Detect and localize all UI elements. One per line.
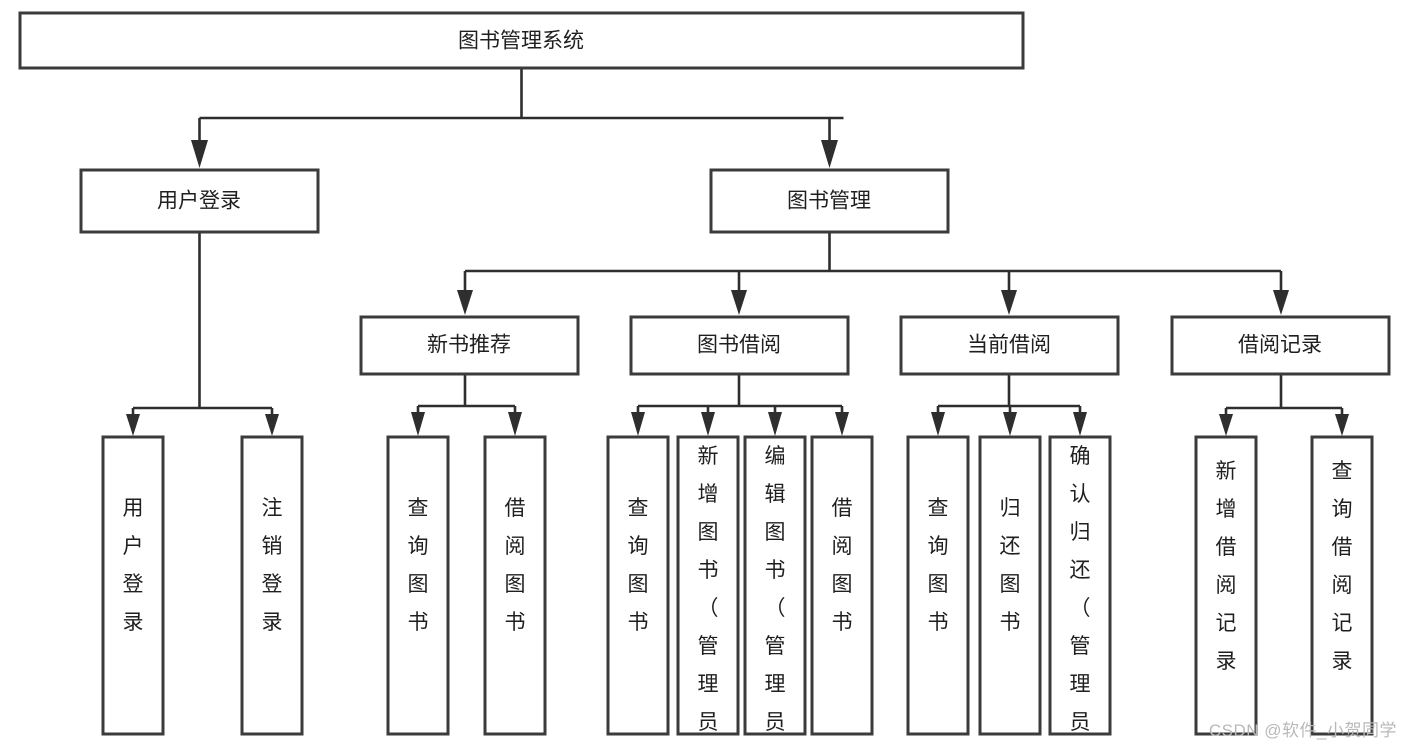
- arrow-head-borrow: [731, 290, 747, 315]
- node-book-management-label: 图书管理: [787, 190, 871, 213]
- node-book-borrow-label: 图书借阅: [697, 334, 781, 357]
- node-book-borrow[interactable]: 图书借阅: [629, 315, 850, 376]
- edge-group-bookmgmt-to-level3: [457, 232, 1289, 315]
- leaf-confirm-return-box[interactable]: [1048, 435, 1112, 736]
- edge-group-root-to-level2: [191, 68, 844, 168]
- leaf-confirm-return-label: 确认归还（管理员）: [1070, 445, 1091, 747]
- leaf-edit-book-label: 编辑图书（管理员）: [765, 445, 786, 747]
- arrow-head-leaf-query-record: [1335, 414, 1349, 436]
- node-new-book-recommend-box[interactable]: [359, 315, 580, 376]
- leaf-borrow-book-newbook-label: 借阅图书: [505, 497, 526, 634]
- leaf-logout-box[interactable]: [240, 435, 304, 736]
- node-borrow-record[interactable]: 借阅记录: [1170, 315, 1391, 376]
- node-user-login-box[interactable]: [79, 168, 320, 234]
- node-book-borrow-box[interactable]: [629, 315, 850, 376]
- leaf-borrow-book-borrow[interactable]: 借阅图书: [810, 435, 874, 736]
- arrow-head-book-mgmt: [821, 140, 838, 168]
- leaf-query-record-label: 查询借阅记录: [1332, 460, 1353, 673]
- leaf-query-book-current-box[interactable]: [906, 435, 970, 736]
- leaf-borrow-book-borrow-label: 借阅图书: [832, 497, 853, 634]
- leaf-add-record[interactable]: 新增借阅记录: [1194, 435, 1258, 736]
- edge-group-current-to-leaves: [931, 374, 1087, 436]
- leaf-add-record-label: 新增借阅记录: [1216, 460, 1237, 673]
- arrow-head-leaf-add-record: [1219, 414, 1233, 436]
- leaf-add-book-label: 新增图书（管理员）: [698, 445, 719, 747]
- arrow-head-record: [1273, 290, 1289, 315]
- leaf-query-book-borrow-label: 查询图书: [628, 497, 649, 634]
- leaf-borrow-book-newbook[interactable]: 借阅图书: [483, 435, 547, 736]
- node-borrow-record-label: 借阅记录: [1238, 334, 1322, 357]
- leaf-add-record-box[interactable]: [1194, 435, 1258, 736]
- arrow-head-leaf-return-book: [1003, 412, 1017, 436]
- leaf-query-book-newbook[interactable]: 查询图书: [386, 435, 450, 736]
- arrow-head-leaf-query-book-c: [931, 412, 945, 436]
- arrow-head-leaf-logout: [265, 414, 279, 436]
- arrow-head-leaf-query-book-b: [631, 412, 645, 436]
- leaf-query-book-current-label: 查询图书: [928, 497, 949, 634]
- leaf-user-login-box[interactable]: [101, 435, 165, 736]
- leaf-edit-book-box[interactable]: [743, 435, 807, 736]
- leaf-edit-book[interactable]: 编辑图书（管理员）: [743, 435, 807, 747]
- leaf-add-book-box[interactable]: [676, 435, 740, 736]
- leaf-query-book-current[interactable]: 查询图书: [906, 435, 970, 736]
- leaf-return-book-label: 归还图书: [1000, 497, 1021, 634]
- node-root[interactable]: 图书管理系统: [18, 11, 1025, 70]
- arrow-head-user-login: [191, 140, 208, 168]
- leaf-query-record-box[interactable]: [1310, 435, 1374, 736]
- node-current-borrow[interactable]: 当前借阅: [899, 315, 1120, 376]
- leaf-query-record[interactable]: 查询借阅记录: [1310, 435, 1374, 736]
- arrow-head-leaf-user-login: [126, 414, 140, 436]
- leaf-return-book-box[interactable]: [978, 435, 1042, 736]
- node-borrow-record-box[interactable]: [1170, 315, 1391, 376]
- edge-group-record-to-leaves: [1219, 374, 1349, 436]
- arrow-head-current: [1001, 290, 1017, 315]
- arrow-head-new-book: [457, 290, 473, 315]
- edge-group-userlogin-to-leaves: [126, 232, 279, 436]
- leaf-logout-label: 注销登录: [262, 497, 283, 634]
- leaf-query-book-borrow[interactable]: 查询图书: [606, 435, 670, 736]
- edge-group-borrow-to-leaves: [631, 374, 849, 436]
- node-new-book-recommend-label: 新书推荐: [427, 334, 511, 357]
- leaf-query-book-newbook-box[interactable]: [386, 435, 450, 736]
- node-book-management-box[interactable]: [709, 168, 950, 234]
- leaf-query-book-newbook-label: 查询图书: [408, 497, 429, 634]
- node-user-login-label: 用户登录: [157, 190, 241, 213]
- leaf-return-book[interactable]: 归还图书: [978, 435, 1042, 736]
- leaf-user-login-label: 用户登录: [123, 497, 144, 634]
- node-book-management[interactable]: 图书管理: [709, 168, 950, 234]
- node-current-borrow-label: 当前借阅: [967, 334, 1051, 357]
- node-root-box[interactable]: [18, 11, 1025, 70]
- arrow-head-leaf-confirm-return: [1073, 412, 1087, 436]
- leaf-borrow-book-newbook-box[interactable]: [483, 435, 547, 736]
- node-new-book-recommend[interactable]: 新书推荐: [359, 315, 580, 376]
- arrow-head-leaf-add-book: [701, 412, 715, 436]
- csdn-watermark: CSDN @软件_小贺同学: [1208, 721, 1397, 740]
- leaf-user-login[interactable]: 用户登录: [101, 435, 165, 736]
- leaf-logout[interactable]: 注销登录: [240, 435, 304, 736]
- node-user-login[interactable]: 用户登录: [79, 168, 320, 234]
- node-root-label: 图书管理系统: [458, 30, 584, 53]
- node-current-borrow-box[interactable]: [899, 315, 1120, 376]
- leaf-borrow-book-borrow-box[interactable]: [810, 435, 874, 736]
- edge-group-newbook-to-leaves: [411, 374, 522, 436]
- arrow-head-leaf-query-book-a: [411, 412, 425, 436]
- arrow-head-leaf-borrow-book-a: [508, 412, 522, 436]
- arrow-head-leaf-edit-book: [768, 412, 782, 436]
- leaf-query-book-borrow-box[interactable]: [606, 435, 670, 736]
- leaf-confirm-return[interactable]: 确认归还（管理员）: [1048, 435, 1112, 747]
- leaf-add-book[interactable]: 新增图书（管理员）: [676, 435, 740, 747]
- arrow-head-leaf-borrow-book-b: [835, 412, 849, 436]
